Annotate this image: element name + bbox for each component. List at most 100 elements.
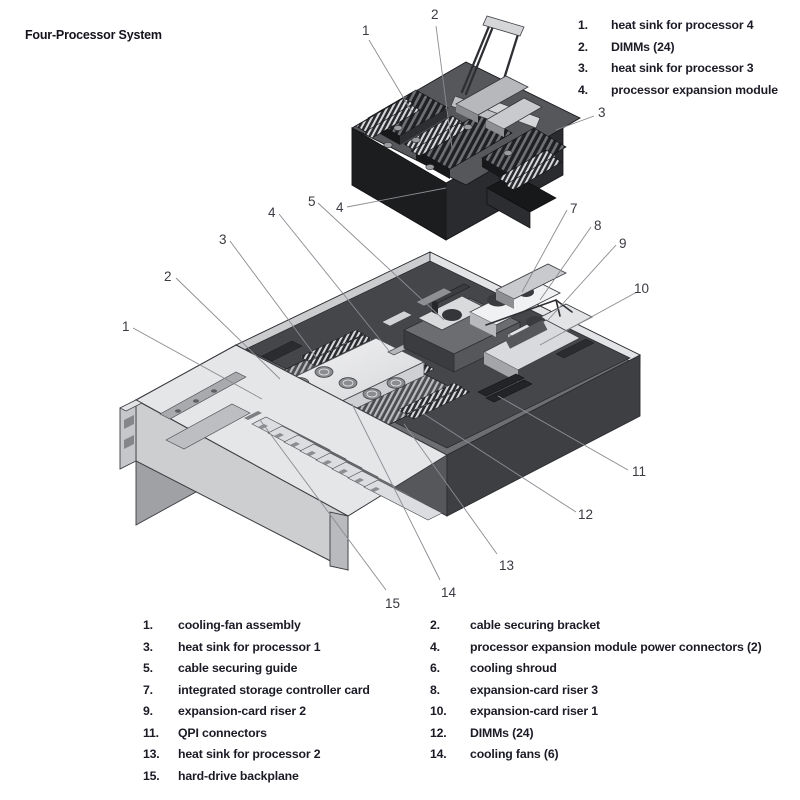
callout-chassis-14: 14	[441, 585, 457, 600]
legend-row: 13. heat sink for processor 2	[143, 747, 370, 769]
legend-label: cooling fans (6)	[470, 747, 559, 761]
legend-number: 5.	[143, 661, 153, 675]
legend-row: 2. DIMMs (24)	[578, 40, 778, 62]
legend-row: 4. processor expansion module	[578, 83, 778, 105]
server-chassis-art	[119, 251, 641, 571]
callout-chassis-2: 2	[164, 269, 172, 284]
callout-chassis-15: 15	[385, 596, 401, 611]
legend-row: 6. cooling shroud	[430, 661, 762, 683]
leader-lines-chassis	[132, 202, 638, 591]
motherboard-components-art	[261, 287, 595, 362]
legend-label: cable securing guide	[178, 661, 298, 675]
legend-number: 9.	[143, 704, 153, 718]
legend-label: heat sink for processor 1	[178, 639, 321, 654]
leader-lines-module	[346, 25, 595, 208]
legend-row: 1. cooling-fan assembly	[143, 618, 370, 640]
dimms-bank-left-art	[355, 97, 421, 139]
legend-row: 2. cable securing bracket	[430, 618, 762, 640]
cooling-shroud-art	[402, 295, 522, 373]
hard-drive-backplane-art	[244, 411, 262, 420]
callout-module-2: 2	[431, 7, 439, 22]
module-handle-art	[460, 17, 522, 100]
expansion-card-riser-3-art	[468, 279, 562, 337]
legend-row: 3. heat sink for processor 3	[578, 61, 778, 83]
callout-chassis-7: 7	[570, 201, 578, 216]
legend-label: hard-drive backplane	[178, 768, 299, 783]
legend-label: processor expansion module	[611, 82, 778, 97]
legend-number: 15.	[143, 768, 160, 783]
callout-chassis-9: 9	[619, 236, 627, 251]
legend-label: heat sink for processor 3	[611, 61, 754, 75]
legend-number: 3.	[143, 639, 153, 654]
legend-row: 7. integrated storage controller card	[143, 683, 370, 705]
riser-retention-wire-art	[485, 299, 573, 326]
legend-number: 6.	[430, 661, 440, 675]
legend-label: DIMMs (24)	[470, 725, 534, 740]
callout-module-4: 4	[336, 200, 344, 215]
dimms-bank-center-art	[403, 115, 469, 157]
callout-module-3: 3	[598, 105, 606, 120]
heat-sink-processor-1-art	[267, 339, 393, 409]
module-latch-plates-art	[455, 75, 543, 137]
legend-row: 9. expansion-card riser 2	[143, 704, 370, 726]
legend-row: 4. processor expansion module power conn…	[430, 640, 762, 662]
legend-label: cooling-fan assembly	[178, 618, 301, 632]
callout-chassis-4: 4	[268, 205, 276, 220]
legend-row: 5. cable securing guide	[143, 661, 370, 683]
heat-sink-processor-2-art	[329, 367, 459, 439]
callout-chassis-8: 8	[594, 218, 602, 233]
legend-number: 1.	[143, 618, 153, 632]
module-standoffs-art	[383, 124, 513, 170]
cooling-fan-assembly-art	[244, 337, 426, 439]
front-bezel-art	[134, 344, 449, 571]
hard-drive-bays-art	[251, 416, 443, 521]
legend-label: heat sink for processor 4	[611, 18, 754, 32]
qpi-connectors-art	[477, 373, 533, 403]
legend-number: 2.	[430, 618, 440, 632]
module-handle-frame-art	[450, 15, 541, 129]
callout-module-1: 1	[362, 23, 370, 38]
legend-label: heat sink for processor 2	[178, 747, 321, 761]
callout-chassis-3: 3	[219, 232, 227, 247]
callout-chassis-12: 12	[578, 507, 594, 522]
dimms-chassis-art	[299, 329, 471, 420]
legend-row: 1. heat sink for processor 4	[578, 18, 778, 40]
legend-label: expansion-card riser 1	[470, 704, 598, 718]
legend-label: expansion-card riser 2	[178, 704, 306, 718]
expansion-card-riser-1-art	[483, 319, 581, 382]
legend-number: 3.	[578, 61, 588, 75]
rack-ear-left-art	[119, 399, 143, 470]
legend-row: 15. hard-drive backplane	[143, 769, 370, 791]
legend-row: 14. cooling fans (6)	[430, 747, 762, 769]
legend-number: 1.	[578, 18, 588, 32]
legend-label: cooling shroud	[470, 661, 557, 675]
callout-chassis-5: 5	[308, 194, 316, 209]
cable-securing-guide-art	[387, 311, 477, 356]
legend-number: 10.	[430, 704, 447, 718]
expansion-card-riser-2-art	[507, 303, 593, 359]
legend-label: cable securing bracket	[470, 618, 600, 632]
callout-chassis-1: 1	[122, 319, 130, 334]
legend-number: 14.	[430, 747, 447, 761]
heat-sink-processor-4-art	[367, 89, 449, 145]
legend-number: 4.	[578, 82, 588, 97]
legend-number: 13.	[143, 747, 160, 761]
page-title: Four-Processor System	[25, 28, 162, 42]
legend-number: 8.	[430, 682, 440, 697]
legend-number: 7.	[143, 682, 153, 697]
callout-chassis-13: 13	[499, 558, 515, 573]
legend-label: integrated storage controller card	[178, 682, 370, 697]
legend-bottom-left: 1. cooling-fan assembly 3. heat sink for…	[143, 618, 370, 790]
callout-chassis-11: 11	[632, 464, 647, 479]
legend-row: 8. expansion-card riser 3	[430, 683, 762, 705]
legend-label: DIMMs (24)	[611, 39, 675, 54]
cable-securing-bracket-art	[431, 283, 471, 315]
legend-label: expansion-card riser 3	[470, 682, 598, 697]
legend-number: 2.	[578, 39, 588, 54]
legend-label: processor expansion module power connect…	[470, 639, 762, 654]
legend-number: 11.	[143, 725, 159, 740]
rack-ear-right-art	[329, 511, 349, 571]
integrated-storage-controller-card-art	[495, 263, 567, 309]
dimms-bank-right-art	[497, 149, 563, 191]
